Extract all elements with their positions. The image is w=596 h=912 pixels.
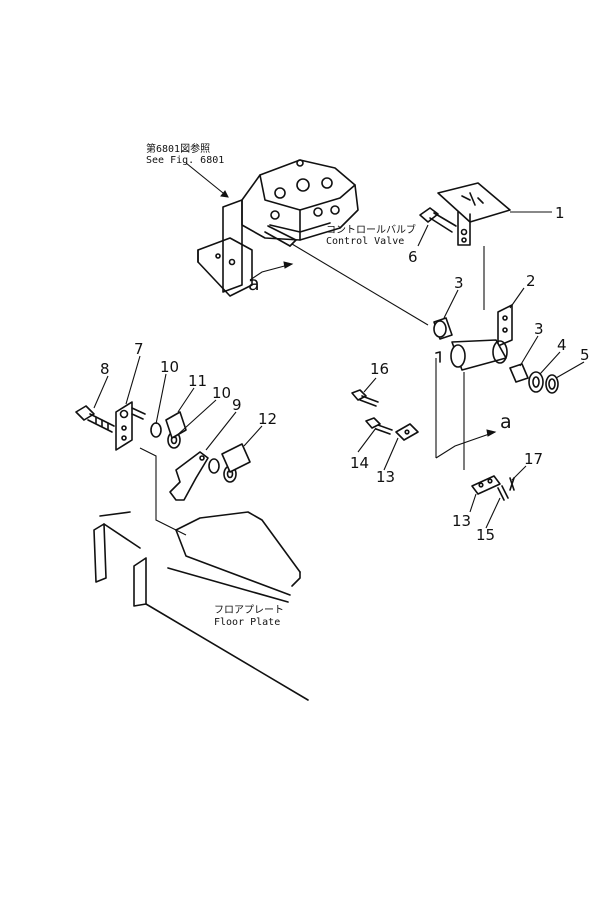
callout-1: 1 xyxy=(555,204,565,222)
callout-2: 2 xyxy=(526,272,536,290)
annotations: 第6801図参照 See Fig. 6801 コントロールバルブ Control… xyxy=(146,142,512,628)
callout-10-lower: 10 xyxy=(212,384,231,402)
callout-numbers: 1 2 3 3 4 5 6 7 8 9 10 10 11 12 13 13 14… xyxy=(100,204,590,544)
callout-7: 7 xyxy=(134,340,144,358)
control-valve-label-jp: コントロールバルブ xyxy=(326,223,416,236)
control-valve-assembly xyxy=(185,159,429,326)
control-valve-label-en: Control Valve xyxy=(326,236,404,247)
callout-16: 16 xyxy=(370,360,389,378)
callout-leaders xyxy=(93,211,585,529)
callout-12: 12 xyxy=(258,410,277,428)
floor-plate-label-jp: フロアプレート xyxy=(214,604,284,616)
callout-17: 17 xyxy=(524,450,543,468)
callout-4: 4 xyxy=(557,336,567,354)
callout-14: 14 xyxy=(350,454,369,472)
callout-9: 9 xyxy=(232,396,242,414)
pedal-assembly xyxy=(351,182,559,501)
see-fig-label-jp: 第6801図参照 xyxy=(146,142,210,155)
lever-parts xyxy=(75,401,251,536)
callout-3-left: 3 xyxy=(454,274,464,292)
floor-plate-label-en: Floor Plate xyxy=(214,617,280,628)
callout-3-right: 3 xyxy=(534,320,544,338)
callout-13-left: 13 xyxy=(376,468,395,486)
callout-13-right: 13 xyxy=(452,512,471,530)
callout-6: 6 xyxy=(408,248,418,266)
callout-11: 11 xyxy=(188,372,207,390)
floor-plate-outline xyxy=(93,511,309,701)
see-fig-label-en: See Fig. 6801 xyxy=(146,155,224,166)
view-marker-a-right: a xyxy=(500,411,512,433)
callout-8: 8 xyxy=(100,360,110,378)
callout-15: 15 xyxy=(476,526,495,544)
callout-10-upper: 10 xyxy=(160,358,179,376)
callout-5: 5 xyxy=(580,346,590,364)
view-marker-a-left: a xyxy=(248,273,260,295)
